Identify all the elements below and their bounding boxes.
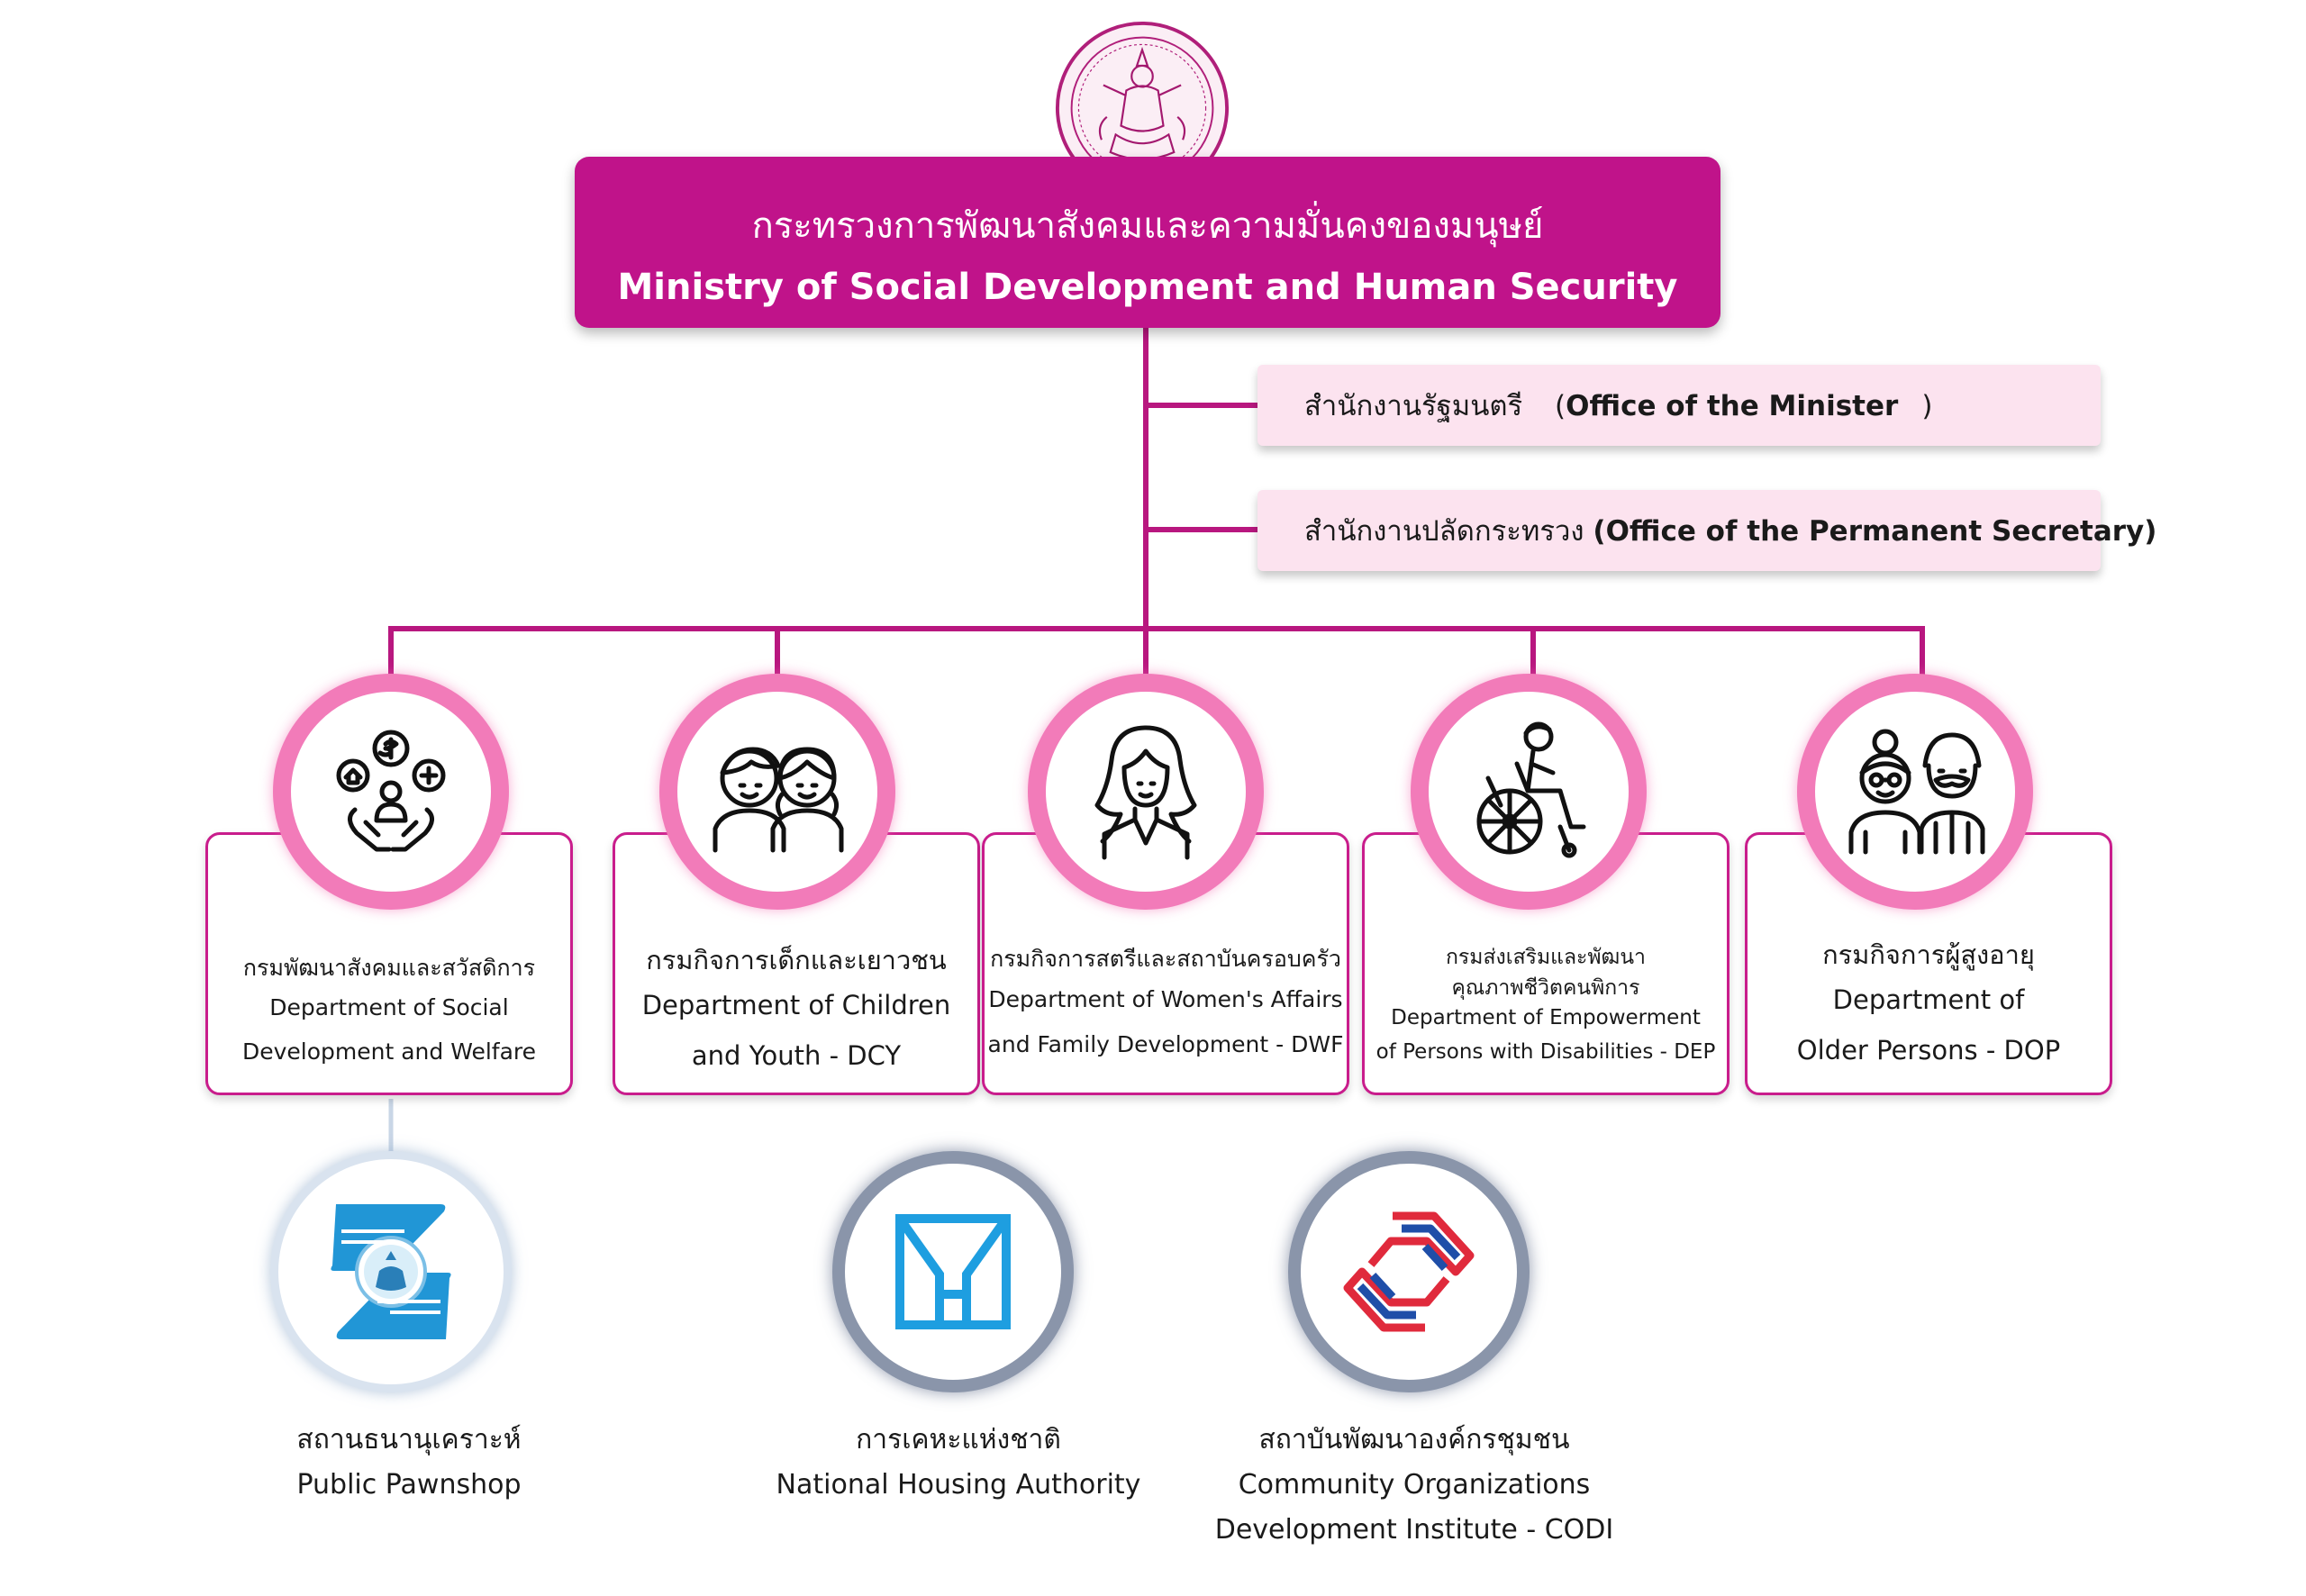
- office-name-english: Office of the Minister: [1566, 390, 1899, 422]
- department-name-english: and Youth - DCY: [691, 1040, 902, 1071]
- social-welfare-icon: [336, 730, 446, 852]
- agency-label-public-pawnshop: สถานธนานุเคราะห์ Public Pawnshop: [157, 1418, 661, 1508]
- office-name-thai: สำนักงานปลัดกระทรวง: [1304, 515, 1584, 548]
- children-icon: [713, 747, 844, 853]
- department-name-thai: กรมส่งเสริมและพัฒนา: [1446, 946, 1646, 969]
- ministry-name-thai: กระทรวงการพัฒนาสังคมและความมั่นคงของมนุษ…: [751, 205, 1544, 247]
- agency-label-codi: สถาบันพัฒนาองค์กรชุมชน Community Organiz…: [1162, 1418, 1666, 1553]
- office-name-english: Office of the Permanent Secretary: [1605, 515, 2145, 548]
- agency-logo-circle: [1288, 1151, 1530, 1392]
- office-open-paren: (: [1593, 515, 1606, 548]
- department-name-english: Department of Social: [269, 994, 509, 1020]
- department-name-english: Development and Welfare: [241, 1038, 537, 1065]
- agency-logo-circle: [270, 1151, 512, 1392]
- agency-name-thai: สถาบันพัฒนาองค์กรชุมชน: [1258, 1424, 1570, 1455]
- office-of-the-minister: สำนักงานรัฐมนตรี (Office of the Minister…: [1257, 365, 2101, 446]
- office-name-thai: สำนักงานรัฐมนตรี: [1304, 390, 1523, 422]
- department-icon-circle: [1411, 674, 1647, 910]
- elderly-couple-icon: [1848, 729, 1985, 855]
- department-icon-circle: [1797, 674, 2033, 910]
- office-close-paren: ): [1921, 390, 1933, 422]
- ministry-name-english: Ministry of Social Development and Human…: [617, 267, 1678, 308]
- office-close-paren: ): [2144, 515, 2157, 548]
- agency-name-english: Public Pawnshop: [296, 1469, 522, 1501]
- department-name-thai: กรมกิจการผู้สูงอายุ: [1822, 939, 2035, 970]
- department-icon-circle: [273, 674, 509, 910]
- agency-label-national-housing-authority: การเคหะแห่งชาติ National Housing Authori…: [706, 1418, 1211, 1508]
- department-name-english: Department of Women's Affairs: [988, 986, 1343, 1012]
- department-icon-circle: [659, 674, 895, 910]
- wheelchair-icon: [1476, 721, 1586, 858]
- ministry-header: กระทรวงการพัฒนาสังคมและความมั่นคงของมนุษ…: [575, 157, 1720, 328]
- agency-name-english: Development Institute - CODI: [1214, 1514, 1614, 1546]
- office-of-the-permanent-secretary: สำนักงานปลัดกระทรวง (Office of the Perma…: [1257, 490, 2156, 571]
- department-name-english: Department of Children: [641, 990, 951, 1020]
- public-pawnshop-logo: [331, 1204, 451, 1339]
- national-housing-authority-logo: [895, 1214, 1011, 1329]
- agency-name-thai: การเคหะแห่งชาติ: [856, 1424, 1061, 1455]
- office-open-paren: (: [1555, 390, 1566, 422]
- department-name-english: of Persons with Disabilities - DEP: [1375, 1040, 1716, 1064]
- department-name-english: Older Persons - DOP: [1796, 1035, 2061, 1066]
- department-name-thai: กรมกิจการเด็กและเยาวชน: [646, 945, 947, 975]
- department-name-thai: กรมกิจการสตรีและสถาบันครอบครัว: [990, 946, 1341, 972]
- department-name-english: and Family Development - DWF: [987, 1031, 1344, 1057]
- agency-name-english: Community Organizations: [1238, 1469, 1591, 1501]
- woman-icon: [1094, 725, 1197, 860]
- agency-name-english: National Housing Authority: [776, 1469, 1141, 1501]
- ministry-seal-logo: [1055, 21, 1230, 195]
- codi-logo: [1343, 1211, 1475, 1332]
- department-icon-circle: [1028, 674, 1264, 910]
- department-name-english: Department of Empowerment: [1391, 1006, 1701, 1029]
- department-name-english: Department of: [1832, 984, 2025, 1015]
- agency-logo-circle: [832, 1151, 1074, 1392]
- agency-name-thai: สถานธนานุเคราะห์: [296, 1424, 522, 1455]
- department-name-thai: คุณภาพชีวิตคนพิการ: [1451, 976, 1640, 1000]
- department-name-thai: กรมพัฒนาสังคมและสวัสดิการ: [242, 955, 536, 981]
